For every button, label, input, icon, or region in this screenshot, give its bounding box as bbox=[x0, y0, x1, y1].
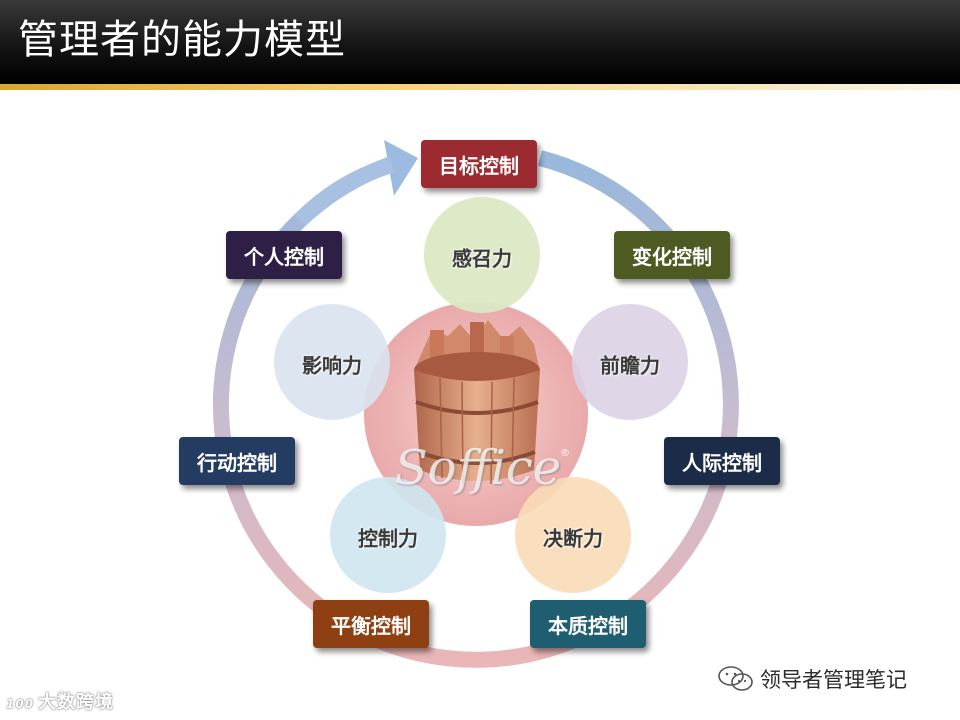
circle-foresight bbox=[572, 304, 688, 420]
title-bar: 管理者的能力模型 bbox=[0, 0, 960, 84]
ring-arrow-tail bbox=[294, 157, 395, 226]
box-personal-control: 个人控制 bbox=[226, 231, 342, 279]
box-action-control: 行动控制 bbox=[179, 437, 295, 485]
registered-mark: ® bbox=[560, 448, 570, 459]
circle-control bbox=[330, 477, 446, 593]
ability-control: 控制力 bbox=[358, 526, 418, 551]
ability-decision: 决断力 bbox=[543, 526, 603, 551]
title-underline bbox=[0, 84, 960, 90]
wooden-bucket-icon bbox=[414, 320, 540, 485]
circle-appeal bbox=[424, 197, 540, 313]
ring-arrow-head bbox=[384, 140, 418, 196]
watermark-right: 领导者管理笔记 bbox=[760, 668, 907, 692]
wechat-icon bbox=[718, 666, 753, 691]
soffice-logo-text: Soffice bbox=[394, 440, 562, 496]
box-goal-control: 目标控制 bbox=[421, 140, 537, 188]
soffice-logo: Soffice bbox=[378, 440, 578, 496]
ability-foresight: 前瞻力 bbox=[600, 353, 660, 378]
outer-ring bbox=[212, 150, 739, 668]
page-title: 管理者的能力模型 bbox=[18, 17, 346, 63]
ability-influence: 影响力 bbox=[302, 353, 362, 378]
circle-influence bbox=[274, 304, 390, 420]
watermark-left-text: 大数跨境 bbox=[38, 692, 115, 713]
circle-decision bbox=[515, 477, 631, 593]
ability-appeal: 感召力 bbox=[452, 246, 512, 271]
box-balance-control: 平衡控制 bbox=[313, 600, 429, 648]
box-change-control: 变化控制 bbox=[614, 231, 730, 279]
watermark-left-prefix: 100 bbox=[6, 697, 35, 711]
box-essence-control: 本质控制 bbox=[530, 600, 646, 648]
box-interpersonal-control: 人际控制 bbox=[664, 437, 780, 485]
